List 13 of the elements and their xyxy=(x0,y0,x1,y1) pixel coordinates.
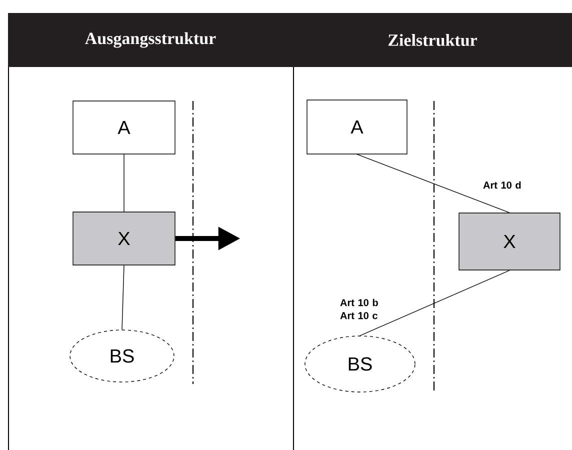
column-header: Zielstruktur xyxy=(293,13,572,67)
process-box: A xyxy=(306,100,408,154)
connector-line xyxy=(122,265,124,330)
connector-line xyxy=(360,270,510,336)
process-box: A xyxy=(72,100,176,154)
edge-label: Art 10 d xyxy=(482,180,524,190)
node-label: Zielstruktur xyxy=(388,34,478,46)
node-label: Ausgangsstruktur xyxy=(85,32,216,48)
column-header: Ausgangsstruktur xyxy=(8,13,293,67)
connector-line xyxy=(356,154,510,213)
edge-label: Art 10 b Art 10 c xyxy=(339,298,381,320)
process-box: X xyxy=(458,212,560,270)
process-box: X xyxy=(72,212,176,266)
